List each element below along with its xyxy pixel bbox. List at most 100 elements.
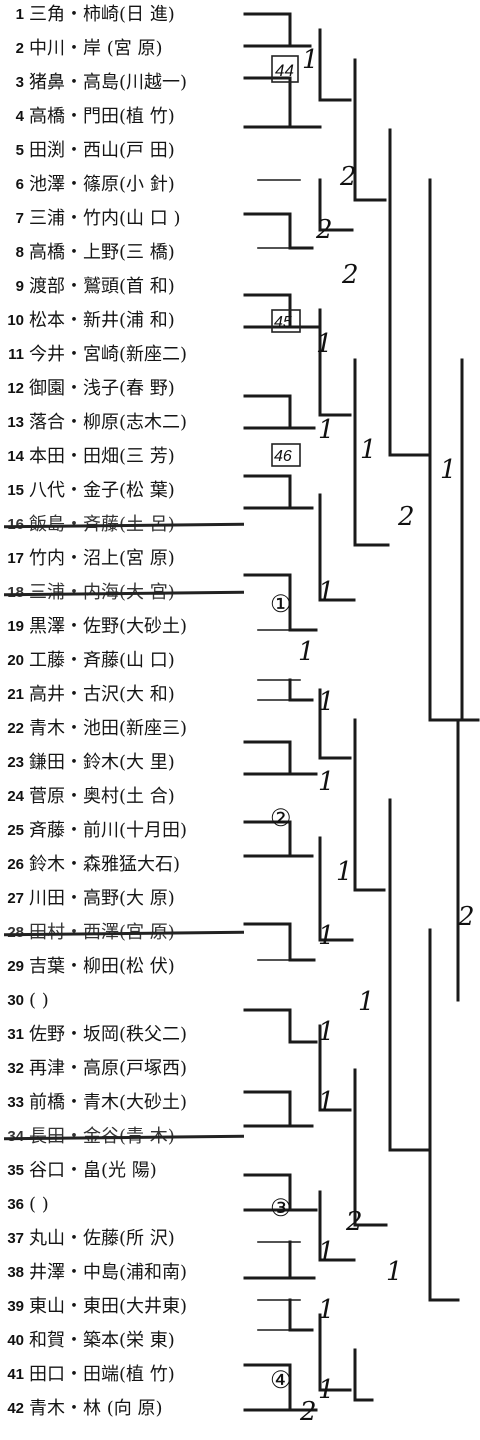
score-mark: 1 (318, 1087, 335, 1117)
entry-number: 36 (7, 1196, 24, 1213)
entry-number: 22 (7, 720, 24, 737)
bracket-entry: 36 ( ) (4, 1190, 246, 1220)
score-mark: 2 (341, 260, 359, 290)
entry-pair-and-school: ( ) (29, 990, 49, 1011)
bracket-entry: 20 工藤・斉藤(山 口) (4, 646, 246, 676)
entry-number: 2 (15, 40, 24, 57)
entry-number: 31 (7, 1026, 24, 1043)
entry-number: 25 (7, 822, 24, 839)
entry-pair-and-school: 井澤・中島(浦和南) (29, 1262, 188, 1283)
entry-number: 32 (7, 1060, 24, 1077)
entry-number: 9 (15, 278, 24, 295)
bracket-entry: 40 和賀・築本(栄 東) (4, 1326, 246, 1356)
entry-pair-and-school: 吉葉・柳田(松 伏) (29, 956, 175, 977)
entry-number: 35 (7, 1162, 24, 1179)
entry-number: 38 (7, 1264, 24, 1281)
entry-pair-and-school: 黒澤・佐野(大砂土) (29, 616, 188, 637)
score-mark: 1 (318, 1237, 335, 1267)
entry-pair-and-school: 落合・柳原(志木二) (29, 412, 188, 433)
score-mark: 1 (318, 577, 335, 607)
score-mark: 1 (318, 687, 335, 717)
entry-pair-and-school: ( ) (29, 1194, 49, 1215)
entry-number: 13 (7, 414, 24, 431)
entry-number: 30 (7, 992, 24, 1009)
entry-number: 14 (7, 448, 24, 465)
entry-pair-and-school: 和賀・築本(栄 東) (29, 1330, 175, 1351)
bracket-entry: 13 落合・柳原(志木二) (4, 408, 246, 438)
score-mark: 2 (457, 902, 475, 932)
score-mark: 2 (345, 1207, 363, 1237)
score-mark: 1 (316, 329, 333, 359)
entry-pair-and-school: 三浦・竹内(山 口 ) (29, 208, 181, 229)
entry-number: 40 (7, 1332, 24, 1349)
score-mark: 1 (386, 1257, 403, 1287)
entry-pair-and-school: 高橋・門田(植 竹) (29, 106, 175, 127)
bracket-entry: 24 菅原・奥村(土 合) (4, 782, 246, 812)
entry-number: 24 (7, 788, 24, 805)
entry-number: 37 (7, 1230, 24, 1247)
bracket-entry: 7 三浦・竹内(山 口 ) (4, 204, 246, 234)
entry-number: 17 (7, 550, 24, 567)
score-mark: 2 (315, 215, 333, 245)
entry-pair-and-school: 工藤・斉藤(山 口) (29, 650, 175, 671)
entry-pair-and-school: 菅原・奥村(土 合) (29, 786, 175, 807)
entry-number: 20 (7, 652, 24, 669)
entry-pair-and-school: 御園・浅子(春 野) (29, 378, 175, 399)
entry-number: 11 (8, 346, 24, 363)
match-number-mark: 45 (274, 314, 292, 331)
entry-pair-and-school: 松本・新井(浦 和) (29, 310, 175, 331)
entry-pair-and-school: 鈴木・森雅猛大石) (29, 854, 181, 875)
entry-pair-and-school: 今井・宮崎(新座二) (29, 344, 188, 365)
entry-number: 19 (7, 618, 24, 635)
entry-number: 4 (15, 108, 24, 125)
score-mark: 1 (358, 987, 375, 1017)
entry-pair-and-school: 青木・林 (向 原) (29, 1398, 163, 1419)
circled-match-number: ① (270, 591, 292, 618)
entry-number: 15 (7, 482, 24, 499)
entry-pair-and-school: 再津・高原(戸塚西) (29, 1058, 188, 1079)
match-number-mark: 46 (274, 448, 292, 465)
bracket-entry: 25 斉藤・前川(十月田) (4, 816, 246, 846)
entry-pair-and-school: 竹内・沼上(宮 原) (29, 548, 175, 569)
entry-pair-and-school: 斉藤・前川(十月田) (29, 820, 188, 841)
bracket-entry: 2 中川・岸 (宮 原) (4, 34, 246, 64)
bracket-entry: 4 高橋・門田(植 竹) (4, 102, 246, 132)
entry-number: 21 (7, 686, 24, 703)
entry-number: 7 (15, 210, 24, 227)
score-mark: 1 (298, 637, 315, 667)
entry-pair-and-school: 田口・田端(植 竹) (29, 1364, 175, 1385)
score-mark: 1 (336, 857, 353, 887)
entry-pair-and-school: 川田・高野(大 原) (29, 888, 175, 909)
entry-number: 39 (7, 1298, 24, 1315)
score-mark: 1 (318, 1375, 335, 1405)
bracket-entry: 37 丸山・佐藤(所 沢) (4, 1224, 246, 1254)
score-mark: 1 (302, 45, 319, 75)
bracket-entry: 17 竹内・沼上(宮 原) (4, 544, 246, 574)
bracket-entry: 16飯島・斉藤(土 呂) (3, 510, 246, 540)
circled-match-number: ③ (270, 1195, 292, 1222)
score-mark: 1 (360, 435, 377, 465)
entry-pair-and-school: 鎌田・鈴木(大 里) (29, 752, 175, 773)
bracket-entry: 42 青木・林 (向 原) (4, 1394, 246, 1424)
entry-number: 6 (15, 176, 24, 193)
score-mark: 1 (318, 415, 335, 445)
entry-number: 27 (7, 890, 24, 907)
entry-pair-and-school: 丸山・佐藤(所 沢) (29, 1228, 175, 1249)
bracket-entry: 32 再津・高原(戸塚西) (4, 1054, 246, 1084)
entry-pair-and-school: 中川・岸 (宮 原) (29, 38, 163, 59)
entry-number: 42 (7, 1400, 24, 1417)
